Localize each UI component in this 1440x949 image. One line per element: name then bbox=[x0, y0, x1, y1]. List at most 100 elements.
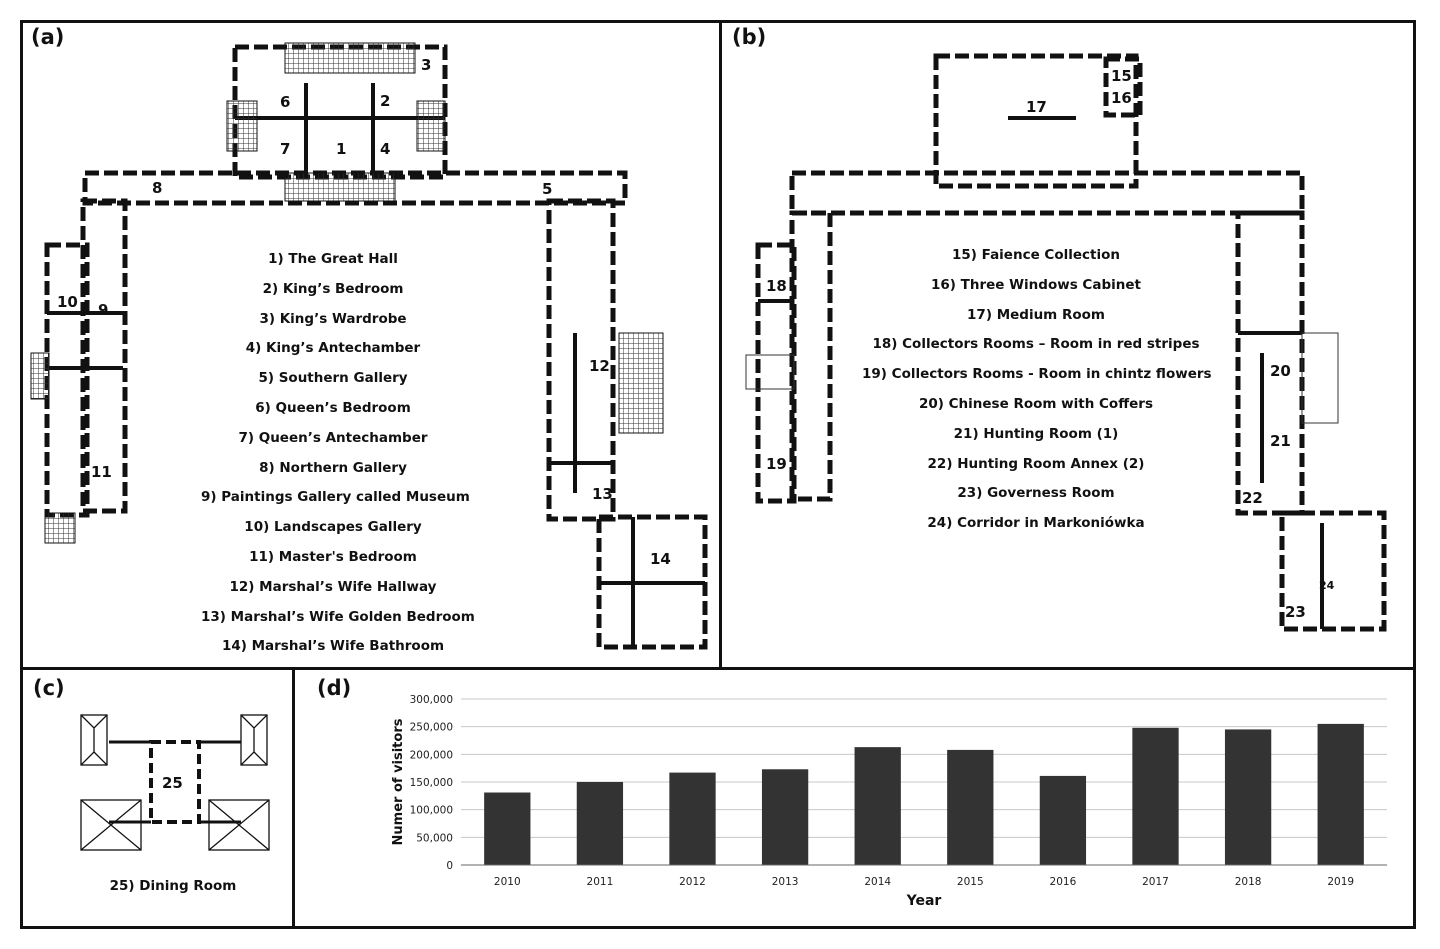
room-number-18: 18 bbox=[766, 277, 787, 295]
plan-c-pavilion-bl bbox=[80, 799, 142, 851]
room-number-24: 24 bbox=[1319, 579, 1335, 592]
plan-a-terrace-west bbox=[30, 352, 50, 400]
room-number-10: 10 bbox=[57, 293, 78, 311]
legend-a-item: 13) Marshal’s Wife Golden Bedroom bbox=[201, 608, 475, 625]
panel-d-label: (d) bbox=[317, 676, 352, 700]
bar-2019 bbox=[1317, 723, 1364, 865]
room-number-21: 21 bbox=[1270, 432, 1291, 450]
x-tick-label: 2010 bbox=[494, 876, 521, 888]
panel-a: (a) bbox=[20, 20, 722, 670]
plan-a-terrace-east bbox=[618, 332, 664, 434]
plan-b-left-wing bbox=[789, 210, 833, 502]
legend-a-item: 2) King’s Bedroom bbox=[262, 280, 404, 297]
room-number-8: 8 bbox=[152, 179, 162, 197]
plan-a-terrace-right bbox=[416, 100, 446, 152]
y-tick-label: 250,000 bbox=[410, 722, 453, 734]
panel-b: (b) 15 16 17 18 19 20 21 22 23 24 bbox=[719, 20, 1416, 670]
plan-b-right-annex bbox=[1279, 510, 1387, 632]
y-tick-label: 200,000 bbox=[410, 749, 453, 761]
legend-b-item: 18) Collectors Rooms – Room in red strip… bbox=[872, 336, 1200, 353]
plan-b-central-block bbox=[933, 53, 1139, 189]
plan-a-terrace-top bbox=[284, 42, 416, 74]
room-number-1: 1 bbox=[336, 140, 346, 158]
room-number-25: 25 bbox=[162, 774, 183, 792]
plan-b-outline-east bbox=[1301, 332, 1339, 424]
legend-b-item: 19) Collectors Rooms - Room in chintz fl… bbox=[862, 366, 1212, 383]
panel-a-label: (a) bbox=[31, 25, 65, 49]
x-tick-label: 2011 bbox=[587, 876, 614, 888]
room-number-23: 23 bbox=[1285, 603, 1306, 621]
x-tick-label: 2019 bbox=[1327, 876, 1354, 888]
plan-a-terrace-bottom bbox=[284, 172, 396, 202]
room-number-2: 2 bbox=[380, 92, 390, 110]
legend-b-item: 22) Hunting Room Annex (2) bbox=[927, 455, 1145, 472]
legend-a-item: 11) Master's Bedroom bbox=[249, 548, 417, 565]
y-tick-label: 0 bbox=[446, 860, 453, 872]
legend-a-item: 3) King’s Wardrobe bbox=[259, 310, 407, 327]
legend-b-item: 17) Medium Room bbox=[967, 306, 1105, 323]
bar-2016 bbox=[1039, 775, 1087, 865]
legend-b: 15) Faience Collection 16) Three Windows… bbox=[862, 241, 1212, 539]
x-tick-label: 2018 bbox=[1235, 876, 1262, 888]
legend-b-item: 16) Three Windows Cabinet bbox=[931, 276, 1141, 293]
room-number-11: 11 bbox=[91, 463, 112, 481]
floor-plan-c: 25 bbox=[80, 714, 270, 851]
room-number-16: 16 bbox=[1111, 89, 1132, 107]
bar-2018 bbox=[1224, 729, 1272, 865]
panel-b-label: (b) bbox=[732, 25, 767, 49]
legend-a-item: 10) Landscapes Gallery bbox=[244, 519, 422, 536]
room-number-7: 7 bbox=[280, 140, 290, 158]
y-axis-title: Numer of visitors bbox=[391, 718, 406, 845]
room-number-3: 3 bbox=[421, 56, 431, 74]
y-tick-label: 300,000 bbox=[410, 694, 453, 706]
y-tick-label: 100,000 bbox=[410, 805, 453, 817]
room-number-13: 13 bbox=[592, 485, 613, 503]
floor-plan-a: 1 2 3 4 5 6 7 8 9 10 11 12 13 14 bbox=[30, 42, 708, 650]
bar-2017 bbox=[1132, 727, 1179, 865]
x-axis-title: Year bbox=[906, 893, 942, 909]
legend-b-item: 15) Faience Collection bbox=[951, 247, 1120, 263]
room-number-20: 20 bbox=[1270, 362, 1291, 380]
legend-b-item: 23) Governess Room bbox=[957, 485, 1115, 502]
legend-a: 1) The Great Hall 2) King’s Bedroom 3) K… bbox=[201, 245, 475, 662]
legend-a-item: 8) Northern Gallery bbox=[259, 459, 407, 476]
plan-c-pavilion-br bbox=[208, 799, 270, 851]
plan-b-gallery bbox=[789, 170, 1305, 216]
legend-a-item: 1) The Great Hall bbox=[268, 251, 398, 267]
x-tick-label: 2014 bbox=[864, 876, 891, 888]
floor-plan-b: 15 16 17 18 19 20 21 22 23 24 bbox=[745, 53, 1387, 632]
plan-a-right-wing bbox=[546, 198, 616, 522]
plan-b-outline-west bbox=[745, 354, 795, 390]
room-number-19: 19 bbox=[766, 455, 787, 473]
legend-a-item: 9) Paintings Gallery called Museum bbox=[201, 489, 470, 506]
legend-a-item: 6) Queen’s Bedroom bbox=[255, 399, 411, 416]
room-number-6: 6 bbox=[280, 93, 290, 111]
y-tick-label: 150,000 bbox=[410, 777, 453, 789]
legend-b-item: 21) Hunting Room (1) bbox=[953, 425, 1119, 442]
panel-c-label: (c) bbox=[33, 676, 65, 700]
legend-a-item: 4) King’s Antechamber bbox=[245, 340, 421, 357]
legend-a-item: 7) Queen’s Antechamber bbox=[238, 429, 428, 446]
bar-chart: 050,000100,000150,000200,000250,000300,0… bbox=[391, 694, 1387, 909]
plan-a-terrace-left bbox=[226, 100, 258, 152]
legend-c-item: 25) Dining Room bbox=[109, 878, 237, 894]
room-number-15: 15 bbox=[1111, 67, 1132, 85]
y-tick-labels: 050,000100,000150,000200,000250,000300,0… bbox=[410, 694, 453, 872]
x-tick-label: 2013 bbox=[772, 876, 799, 888]
bar-2010 bbox=[484, 792, 531, 865]
room-number-22: 22 bbox=[1242, 489, 1263, 507]
panel-c: (c) 25 25) Dining Room bbox=[20, 667, 295, 929]
legend-a-item: 12) Marshal’s Wife Hallway bbox=[229, 578, 437, 595]
legend-c: 25) Dining Room bbox=[83, 872, 263, 902]
room-number-17: 17 bbox=[1026, 98, 1047, 116]
legend-b-item: 24) Corridor in Markoniówka bbox=[927, 515, 1145, 532]
bar-2012 bbox=[669, 772, 716, 865]
room-number-5: 5 bbox=[542, 180, 552, 198]
chart-bars bbox=[484, 723, 1364, 865]
plan-a-terrace-sw bbox=[44, 512, 76, 544]
legend-a-item: 14) Marshal’s Wife Bathroom bbox=[221, 638, 445, 655]
plan-c-pavilion-tr bbox=[240, 714, 268, 766]
plan-a-left-wing bbox=[80, 198, 128, 514]
